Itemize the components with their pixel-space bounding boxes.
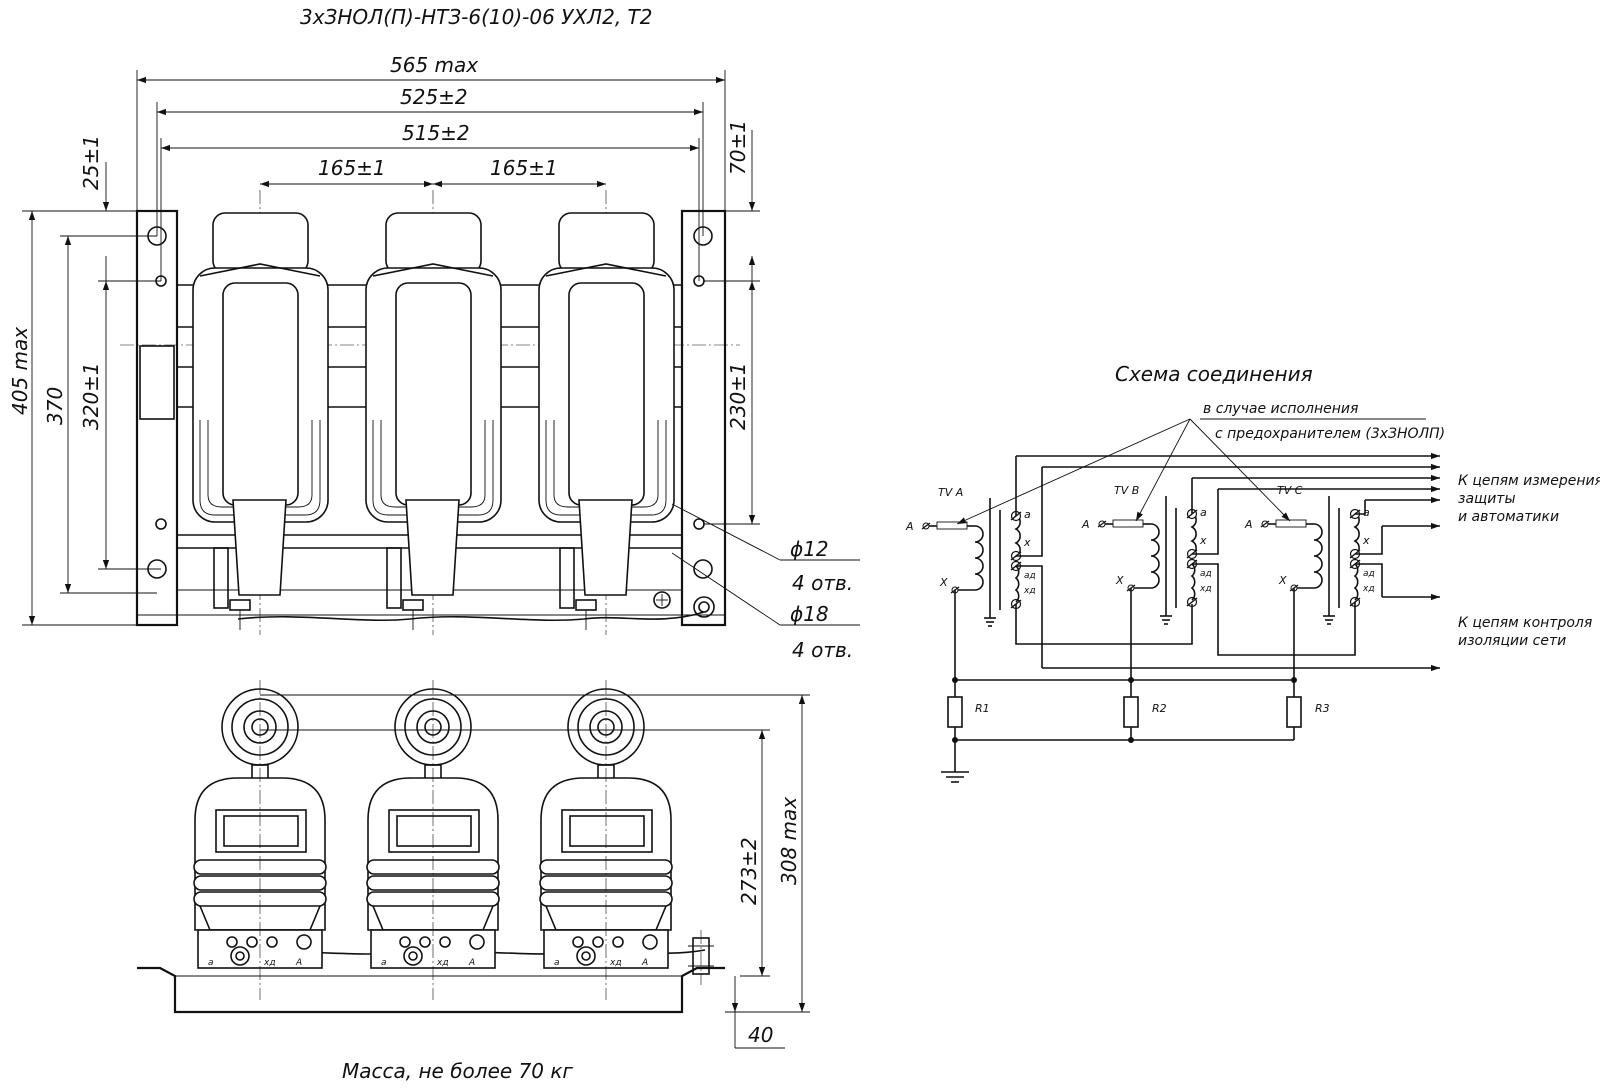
mount-hole-small [155,518,167,530]
transformer-front-a: а хд А [193,680,327,1000]
svg-text:xд: xд [1023,586,1036,596]
transformer-plan-c [538,212,675,630]
svg-text:TV A: TV A [938,486,963,499]
connection-schematic: Схема соединения в случае исполнения с п… [905,362,1600,783]
transformer-front-b: а хд А [366,680,500,1000]
svg-text:aд: aд [1024,571,1036,581]
svg-text:А: А [295,958,302,968]
output-control-line2: изоляции сети [1458,633,1566,649]
svg-text:хд: хд [609,958,622,968]
front-dimensions: 308 max 273±2 40 [260,694,810,1049]
dim-pitch-right: 165±1 [490,156,558,180]
svg-text:xд: xд [1199,584,1212,594]
svg-text:А: А [641,958,648,968]
resistor-r1 [947,696,963,728]
dim-370: 370 [43,387,67,425]
svg-text:a: a [1363,506,1370,519]
plan-dimensions: 565 max 525±2 515±2 165±1 165±1 405 max … [8,53,860,662]
svg-text:aд: aд [1200,569,1212,579]
front-view: а хд А а хд А [137,680,725,1014]
dim-515: 515±2 [402,121,470,145]
svg-text:a: a [1200,506,1207,519]
svg-text:A: A [1244,518,1253,531]
svg-text:X: X [939,576,948,589]
svg-text:X: X [1115,574,1124,587]
dim-40: 40 [748,1023,773,1047]
hole-18-label: ϕ18 [790,602,829,626]
hole-12-label: ϕ12 [790,537,829,561]
hole-18-count: 4 отв. [792,638,853,662]
schematic-title: Схема соединения [1115,362,1313,386]
svg-text:хд: хд [436,958,449,968]
dim-25: 25±1 [79,135,103,190]
svg-text:X: X [1278,574,1287,587]
dim-405-max: 405 max [8,327,32,415]
output-control-line1: К цепям контроля [1458,615,1592,631]
svg-text:A: A [1081,518,1090,531]
svg-text:а: а [381,958,387,968]
transformer-plan-b [365,212,502,630]
fuse-note-line1: в случае исполнения [1203,401,1358,417]
svg-text:A: A [905,520,914,533]
resistor-r3 [1286,696,1302,728]
dim-273: 273±2 [737,837,761,905]
svg-text:x: x [1362,534,1370,547]
mount-hole-small [693,518,705,530]
dim-70: 70±1 [726,120,750,175]
svg-text:а: а [554,958,560,968]
svg-text:R1: R1 [975,702,990,715]
dim-308-max: 308 max [777,797,801,885]
dim-320: 320±1 [79,362,103,430]
output-measure-line2: защиты [1458,491,1516,507]
svg-text:xд: xд [1362,584,1375,594]
tv-c: TV C A X a x aд xд [1244,484,1375,625]
fuse-note-line2: с предохранителем (3хЗНОЛП) [1215,426,1445,442]
svg-text:R3: R3 [1315,702,1330,715]
mass-note: Масса, не более 70 кг [342,1059,573,1083]
svg-text:x: x [1023,536,1031,549]
resistor-r2 [1123,696,1139,728]
mount-hole-large [693,559,713,579]
hole-12-count: 4 отв. [792,571,853,595]
drawing-title: 3хЗНОЛ(П)-НТЗ-6(10)-06 УХЛ2, Т2 [300,5,652,29]
svg-text:TV C: TV C [1277,484,1303,497]
plan-view [120,190,740,635]
output-measure-line1: К цепям измерения, [1458,473,1600,489]
transformer-plan-a [192,212,329,630]
svg-text:a: a [1024,508,1031,521]
tv-a: TV A A X a x aд xд [905,486,1036,627]
svg-text:хд: хд [263,958,276,968]
dim-pitch-left: 165±1 [318,156,386,180]
svg-text:а: а [208,958,214,968]
dim-525: 525±2 [400,85,468,109]
output-measure-line3: и автоматики [1458,509,1559,525]
svg-text:R2: R2 [1152,702,1167,715]
svg-text:TV B: TV B [1114,484,1139,497]
dim-565-max: 565 max [390,53,478,77]
dim-230: 230±1 [726,362,750,430]
transformer-front-c: а хд А [539,680,673,1000]
tv-b: TV B A X a x aд xд [1081,484,1212,625]
svg-text:x: x [1199,534,1207,547]
svg-text:aд: aд [1363,569,1375,579]
svg-text:А: А [468,958,475,968]
